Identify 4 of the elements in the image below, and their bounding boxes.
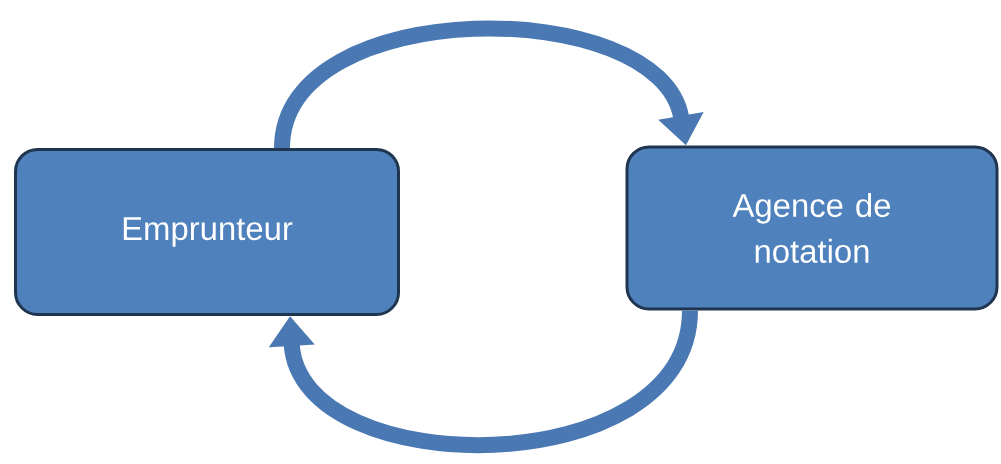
process-box: Agence de notation [625, 145, 999, 311]
curved-arrow [268, 308, 698, 453]
process-box: Emprunteur [14, 148, 400, 316]
curved-arrow [274, 20, 704, 150]
